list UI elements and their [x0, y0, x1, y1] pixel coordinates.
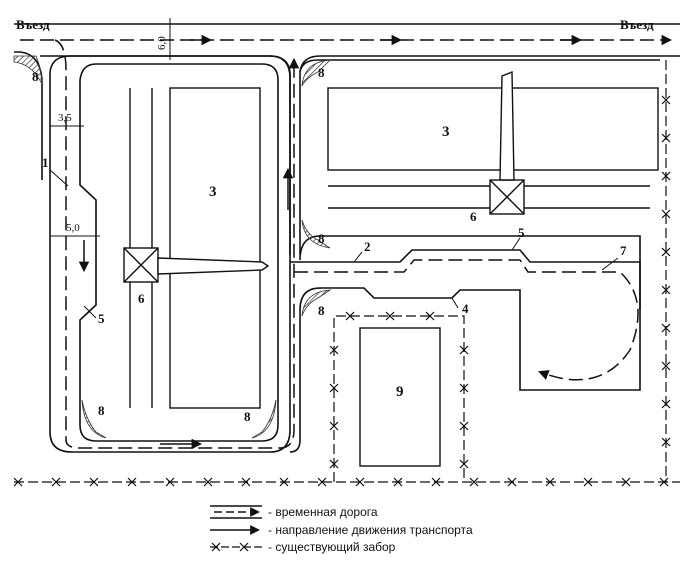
callout-9: 9 [396, 384, 404, 400]
callout-8-e: 8 [98, 403, 105, 418]
callout-8-f: 8 [244, 409, 251, 424]
leader-5-left [83, 305, 97, 319]
callout-8-c: 8 [318, 231, 325, 246]
callout-8-a: 8 [32, 69, 39, 84]
dim-wide-label: 5,0 [66, 222, 80, 234]
corner-hatch-d [301, 289, 332, 317]
callout-7: 7 [620, 243, 627, 258]
callout-4: 4 [462, 301, 469, 316]
callout-1: 1 [42, 155, 49, 170]
dim-top-label: 6,0 [156, 36, 168, 50]
road-edge-top-inner [40, 55, 680, 255]
corner-hatch-f [251, 399, 277, 439]
building-9 [359, 327, 441, 467]
leader-2 [353, 251, 363, 263]
corner-hatch-c [301, 219, 331, 249]
crane-right-boom [499, 70, 515, 181]
callout-6-left: 6 [138, 291, 145, 306]
callout-3-left: 3 [209, 184, 217, 200]
callout-3-right: 3 [442, 124, 450, 140]
dim-narrow-label: 3,5 [58, 112, 72, 124]
fence-x-marks [13, 95, 671, 487]
building-3-left [169, 87, 261, 409]
corner-hatch-a [13, 55, 43, 85]
callout-2: 2 [364, 239, 371, 254]
legend-symbol-fence [210, 542, 262, 552]
callout-5-right: 5 [518, 225, 525, 240]
crane-left-boom [157, 257, 270, 275]
legend-symbol-road [210, 505, 262, 519]
entry-left-label: Въезд [16, 17, 50, 32]
legend-road-text: - временная дорога [268, 505, 378, 519]
left-loop-inner [79, 63, 279, 442]
callout-6-right: 6 [470, 209, 477, 224]
legend-fence-text: - существующий забор [268, 540, 396, 554]
entry-right-label: Въезд [620, 17, 654, 32]
fence-building-9 [333, 315, 465, 482]
corner-hatch-b [301, 59, 332, 87]
callout-8-b: 8 [318, 65, 325, 80]
callout-5-left: 5 [98, 311, 105, 326]
leader-7 [601, 257, 619, 271]
route-middle [294, 259, 639, 381]
right-road-lower [299, 235, 641, 310]
legend-direction-text: - направление движения транспорта [268, 523, 473, 537]
leader-1 [49, 169, 69, 187]
callout-8-d: 8 [318, 303, 325, 318]
middle-road-upper [289, 249, 641, 453]
left-loop-outer [49, 55, 291, 453]
corner-hatch-e [81, 399, 107, 439]
right-road-top [299, 59, 660, 73]
leader-5-right [511, 237, 521, 251]
route-left-down [54, 39, 300, 449]
leader-4 [451, 297, 459, 309]
building-3-right [327, 87, 659, 171]
